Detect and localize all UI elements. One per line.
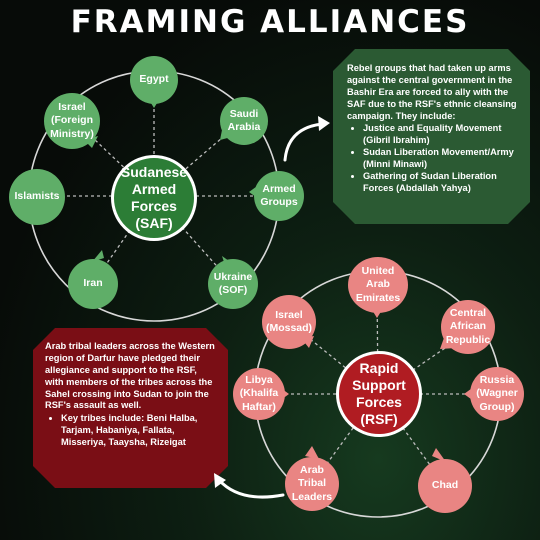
- page-title: FRAMING ALLIANCES: [70, 4, 470, 40]
- saf-hub: Sudanese Armed Forces (SAF): [111, 155, 197, 241]
- node-armed-groups: Armed Groups: [254, 171, 304, 221]
- saf-callout-list: Justice and Equality Movement (Gibril Ib…: [347, 123, 520, 194]
- node-israel-mossad: Israel (Mossad): [262, 295, 316, 349]
- node-israel-foreign-ministry: Israel (Foreign Ministry): [44, 93, 100, 149]
- node-ukraine-sof: Ukraine (SOF): [208, 259, 258, 309]
- node-egypt: Egypt: [130, 56, 178, 104]
- node-russia-wagner: Russia (Wagner Group): [470, 367, 524, 421]
- node-saudi-arabia: Saudi Arabia: [220, 97, 268, 145]
- arrow-to-saf-callout-icon: [283, 122, 324, 162]
- node-islamists: Islamists: [9, 169, 65, 225]
- node-libya-khalifa-haftar: Libya (Khalifa Haftar): [233, 368, 285, 420]
- node-chad: Chad: [418, 459, 472, 513]
- rsf-callout: Arab tribal leaders across the Western r…: [33, 328, 228, 488]
- arrowhead-icon: [214, 473, 226, 488]
- rsf-callout-text: Arab tribal leaders across the Western r…: [45, 341, 215, 411]
- arrowhead-icon: [318, 116, 330, 131]
- list-item: Key tribes include: Beni Halba, Tarjam, …: [61, 413, 218, 449]
- node-arab-tribal-leaders: Arab Tribal Leaders: [285, 457, 339, 511]
- node-central-african-republic: Central African Republic: [441, 300, 495, 354]
- saf-callout: Rebel groups that had taken up arms agai…: [333, 49, 530, 224]
- saf-callout-text: Rebel groups that had taken up arms agai…: [347, 63, 517, 121]
- rsf-callout-list: Key tribes include: Beni Halba, Tarjam, …: [45, 413, 218, 449]
- list-item: Gathering of Sudan Liberation Forces (Ab…: [363, 171, 520, 195]
- node-iran: Iran: [68, 259, 118, 309]
- rsf-hub: Rapid Support Forces (RSF): [336, 351, 422, 437]
- arrow-to-rsf-callout-icon: [217, 478, 285, 499]
- node-uae: United Arab Emirates: [348, 257, 408, 313]
- list-item: Justice and Equality Movement (Gibril Ib…: [363, 123, 520, 147]
- list-item: Sudan Liberation Movement/Army (Minni Mi…: [363, 147, 520, 171]
